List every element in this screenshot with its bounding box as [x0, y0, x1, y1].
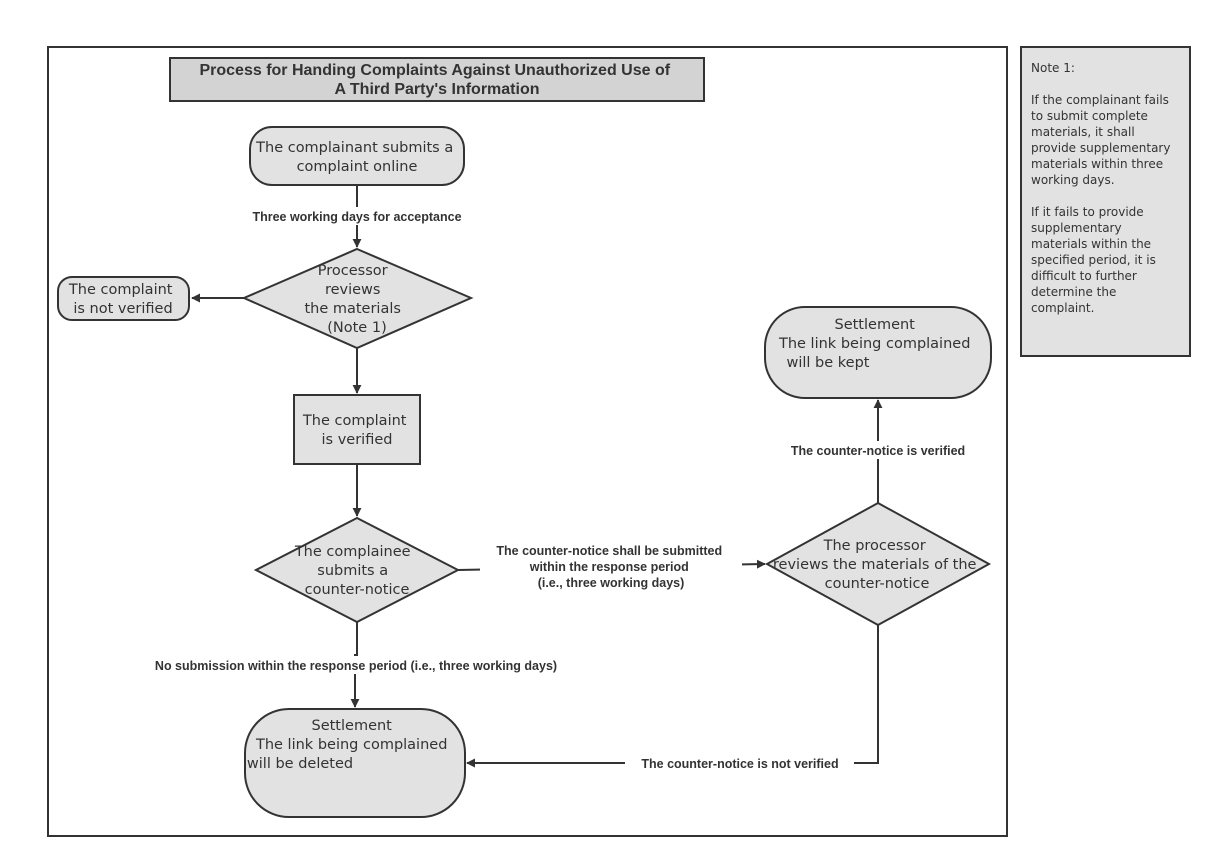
node-settlement-deleted: Settlement The link being complained wil…: [244, 708, 466, 818]
node-complaint-verified: The complaint is verified: [293, 394, 421, 465]
svg-text:The complaint is verifie: The complaint is verified: [302, 413, 411, 448]
svg-text:The complaint is not ver: The complaint is not verified: [68, 282, 177, 317]
submit-line-1: The complainant submits a: [255, 140, 453, 156]
label-counter-period-line-2: within the response period: [529, 560, 689, 574]
note-para1-line-3: materials, it shall: [1031, 125, 1135, 139]
note-para2-line-2: supplementary: [1031, 221, 1122, 235]
edge-counter-notice-to-deleted: [350, 622, 360, 708]
note-para2-line-3: materials within the: [1031, 237, 1151, 251]
label-bg-counter-verified: [776, 441, 981, 459]
node-complainee-counter-notice: The complainee submits a counter-notice: [253, 516, 461, 624]
node-complaint-not-verified: The complaint is not verified: [57, 276, 190, 321]
svg-text:The complainee submits a: The complainee submits a counter-notice: [294, 544, 415, 598]
processor-review-line-3: counter-notice: [825, 576, 930, 592]
counter-notice-line-2: submits a: [317, 563, 388, 579]
processor-review-line-1: The processor: [823, 538, 926, 554]
label-counter-period-line-1: The counter-notice shall be submitted: [496, 544, 722, 558]
title-box: [169, 57, 705, 102]
note-para1-line-6: working days.: [1031, 173, 1115, 187]
not-verified-line-2: is not verified: [73, 301, 172, 317]
counter-notice-line-3: counter-notice: [305, 582, 410, 598]
label-no-submission: No submission within the response period…: [155, 659, 557, 673]
deleted-line-1: Settlement: [312, 718, 393, 734]
node-submit-complaint: The complainant submits a complaint onli…: [249, 126, 465, 186]
node-processor-reviews-counter-notice: The processor reviews the materials of t…: [764, 501, 992, 627]
note-para1-line-2: to submit complete: [1031, 109, 1148, 123]
deleted-line-2: The link being complained: [255, 737, 447, 753]
deleted-line-3: will be deleted: [247, 756, 353, 772]
label-counter-verified: The counter-notice is verified: [791, 444, 965, 458]
title-line-2: A Third Party's Information: [334, 81, 539, 98]
note-para2-line-1: If it fails to provide: [1031, 205, 1144, 219]
edge-labels: Three working days for acceptance The co…: [128, 207, 981, 772]
svg-text:Settlement The link bein: Settlement The link being complained wil…: [247, 718, 452, 772]
note-para1-line-5: materials within three: [1031, 157, 1163, 171]
note-para2-line-7: complaint.: [1031, 301, 1094, 315]
diagram-frame: [47, 46, 1008, 837]
note-para2-line-6: determine the: [1031, 285, 1116, 299]
edges: [191, 186, 883, 768]
note-heading: Note 1:: [1031, 61, 1075, 75]
diagram-title: Process for Handing Complaints Against U…: [169, 57, 705, 102]
svg-text:The processor reviews th: The processor reviews the materials of t…: [773, 538, 981, 592]
label-counter-not-verified: The counter-notice is not verified: [641, 757, 838, 771]
counter-notice-line-1: The complainee: [294, 544, 411, 560]
label-bg-acceptance: [236, 207, 478, 225]
svg-text:Settlement The link bein: Settlement The link being complained wil…: [778, 317, 975, 371]
note-para1-line-1: If the complainant fails: [1031, 93, 1169, 107]
note-para2-line-4: specified period, it is: [1031, 253, 1156, 267]
edge-processor-to-deleted: [466, 625, 879, 768]
review-line-3: the materials: [304, 301, 400, 317]
note-para1-line-4: provide supplementary: [1031, 141, 1170, 155]
label-acceptance: Three working days for acceptance: [252, 210, 461, 224]
label-counter-period: The counter-notice shall be submitted wi…: [496, 544, 725, 590]
svg-text:Note 1: If the complaina: Note 1: If the complainant fails to subm…: [1031, 61, 1174, 315]
node-review-materials: Processor reviews the materials (Note 1): [241, 247, 474, 350]
not-verified-line-1: The complaint: [68, 282, 173, 298]
kept-line-2: The link being complained: [778, 336, 970, 352]
svg-text:Processor reviews: Processor reviews the materials (Note 1): [304, 263, 405, 336]
label-bg-counter-period: [480, 541, 742, 592]
label-counter-period-line-3: (i.e., three working days): [538, 576, 685, 590]
note-para2-line-5: difficult to further: [1031, 269, 1137, 283]
verified-line-1: The complaint: [302, 413, 407, 429]
node-settlement-kept: Settlement The link being complained wil…: [764, 306, 992, 399]
label-bg-no-submission: [128, 656, 584, 674]
verified-line-2: is verified: [322, 432, 393, 448]
submit-line-2: complaint online: [297, 159, 418, 175]
label-bg-counter-not-verified: [625, 754, 854, 772]
review-line-2: reviews: [325, 282, 381, 298]
review-line-4: (Note 1): [327, 320, 386, 336]
kept-line-1: Settlement: [835, 317, 916, 333]
processor-review-line-2: reviews the materials of the: [773, 557, 977, 573]
svg-text:The complainant submits a: The complainant submits a complaint onli…: [255, 140, 458, 175]
note-panel: Note 1: If the complainant fails to subm…: [1020, 46, 1191, 357]
svg-text:Process for Handing Complaints: Process for Handing Complaints Against U…: [199, 62, 674, 98]
review-line-1: Processor: [318, 263, 388, 279]
kept-line-3: will be kept: [787, 355, 870, 371]
title-line-1: Process for Handing Complaints Against U…: [199, 62, 670, 79]
